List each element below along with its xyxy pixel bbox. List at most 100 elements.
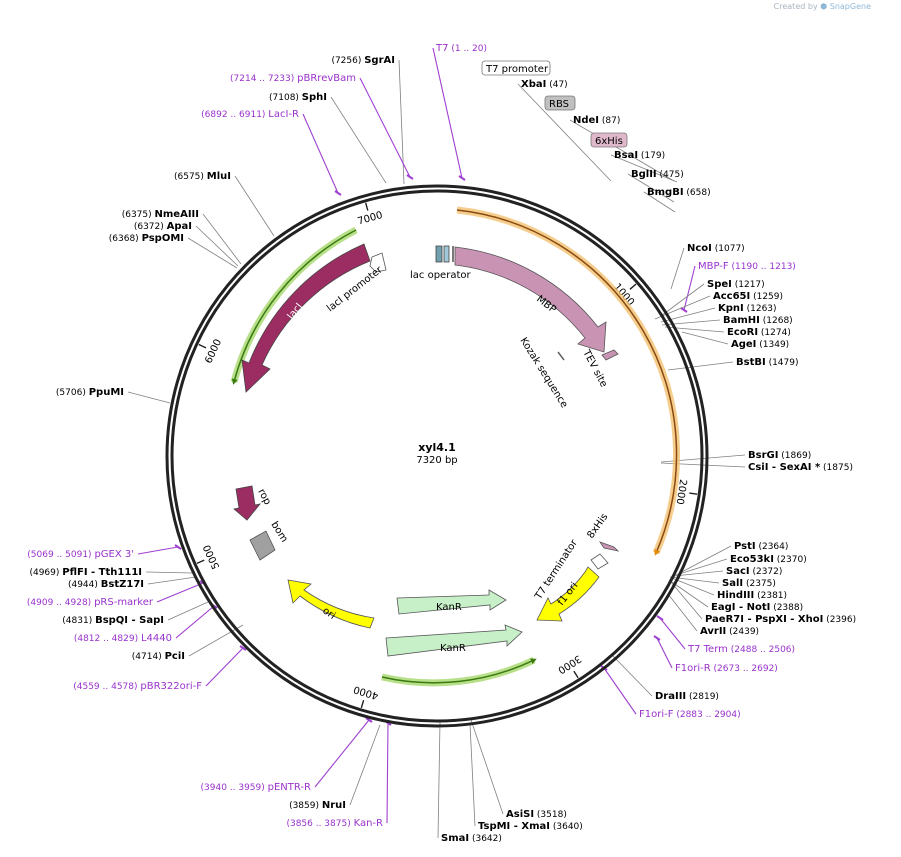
enzyme-label: AsiSI (3518)	[506, 809, 567, 820]
site-name: PpuMI	[89, 387, 124, 398]
tick-label: 3000	[556, 653, 583, 676]
6xhis-label: 6xHis	[595, 136, 623, 147]
site-name: T7	[435, 43, 448, 54]
leader-line	[437, 721, 441, 839]
site-name: MBP-F	[698, 261, 729, 272]
enzyme-label: CsiI - SexAI * (1875)	[748, 462, 853, 473]
credit-brand: SnapGene	[829, 2, 871, 11]
enzyme-label: SmaI (3642)	[441, 833, 502, 844]
site-name: DraIII	[655, 691, 686, 702]
enzyme-label: SalI (2375)	[722, 578, 776, 589]
site-position: (7108)	[269, 93, 302, 103]
enzyme-label: HindIII (2381)	[717, 590, 787, 601]
leader-line	[627, 173, 675, 203]
leader-line	[205, 647, 244, 687]
leader-line	[643, 191, 676, 213]
site-position: (3640)	[550, 822, 583, 832]
enzyme-label: (6575) MluI	[174, 171, 231, 182]
site-position: (6368)	[109, 234, 142, 244]
primer-label: T7 (1 .. 20)	[435, 43, 487, 54]
laci-promoter-feature	[369, 252, 387, 273]
tick-label: 5000	[202, 543, 222, 571]
site-position: (6575)	[174, 172, 207, 182]
leader-line	[470, 719, 504, 815]
lac-operator-label: lac operator	[410, 270, 471, 281]
lac-operator-box-2	[443, 245, 450, 263]
site-name: AsiSI	[506, 809, 534, 820]
leader-line	[670, 581, 703, 620]
leader-line	[187, 237, 238, 269]
site-extra: - SexAI *	[768, 462, 820, 473]
position-tick	[689, 492, 698, 495]
primer-mark	[365, 717, 373, 723]
site-position: (658)	[684, 188, 711, 198]
site-name: L4440	[141, 633, 172, 644]
leader-line	[302, 113, 339, 194]
site-position: (1217)	[732, 280, 765, 290]
site-position: (2372)	[750, 567, 783, 577]
site-name: AgeI	[731, 339, 756, 350]
leader-line	[147, 576, 197, 585]
site-position: (1077)	[712, 244, 745, 254]
leader-line	[659, 617, 686, 650]
orf-highlight-kanr	[381, 656, 536, 687]
enzyme-label: KpnI (1263)	[718, 303, 777, 314]
leader-line	[188, 624, 244, 657]
leader-line	[673, 570, 724, 577]
enzyme-label: TspMI - XmaI (3640)	[478, 821, 583, 832]
enzyme-label: BamHI (1268)	[723, 315, 793, 326]
site-position: (2388)	[770, 603, 803, 613]
leader-line	[127, 391, 171, 404]
primer-label: (4812 .. 4829) L4440	[74, 633, 172, 644]
site-extra: - SapI	[128, 615, 164, 626]
site-name: SgrAI	[364, 55, 395, 66]
credit-prefix: Created by	[773, 2, 818, 11]
site-position: (1875)	[820, 463, 853, 473]
leader-line	[386, 722, 389, 824]
leader-line	[517, 83, 612, 182]
site-position: (3859)	[289, 801, 322, 811]
leader-line	[681, 331, 729, 345]
lac-operator-box	[435, 245, 443, 263]
tev-site-feature	[601, 349, 619, 361]
bom-label: bom	[268, 520, 289, 545]
leader-line	[670, 247, 685, 290]
site-name: ApaI	[167, 221, 192, 232]
site-name: BsaI	[614, 150, 638, 161]
site-position: (1268)	[760, 316, 793, 326]
site-position: (6375)	[122, 210, 155, 220]
primer-label: (4909 .. 4928) pRS-marker	[27, 597, 154, 608]
f1-ori-feature-arrow	[536, 566, 600, 622]
site-position: (3940 .. 3959)	[201, 783, 268, 793]
site-name: PaeR7I	[705, 614, 744, 625]
leader-line	[611, 654, 653, 697]
leader-line	[349, 724, 381, 806]
site-name: pGEX 3'	[94, 549, 134, 560]
leader-line	[330, 96, 387, 184]
position-tick	[629, 283, 637, 290]
primer-mark	[406, 174, 414, 180]
primer-label: (3856 .. 3875) Kan-R	[286, 818, 383, 829]
site-extra: - PspXI - XhoI	[744, 614, 823, 625]
site-name: SphI	[302, 92, 327, 103]
bom-feature-box	[249, 530, 276, 561]
site-name: Kan-R	[354, 818, 383, 829]
primer-mark	[458, 175, 466, 181]
primer-label: (4559 .. 4578) pBR322ori-F	[73, 681, 202, 692]
site-name: NruI	[322, 800, 346, 811]
site-position: (1190 .. 1213)	[729, 262, 796, 272]
site-position: (179)	[638, 151, 665, 161]
site-name: Eco53kI	[730, 554, 774, 565]
enzyme-label: (7108) SphI	[269, 92, 327, 103]
leader-line	[195, 225, 239, 267]
primer-label: MBP-F (1190 .. 1213)	[698, 261, 796, 272]
leader-line	[145, 571, 194, 574]
leader-line	[202, 213, 242, 265]
site-position: (2370)	[774, 555, 807, 565]
leader-line	[314, 719, 370, 788]
leader-line	[569, 119, 675, 182]
site-position: (6372)	[134, 222, 167, 232]
site-name: AvrII	[700, 626, 726, 637]
site-position: (4909 .. 4928)	[27, 598, 94, 608]
backbone-outer-strand	[165, 184, 709, 728]
